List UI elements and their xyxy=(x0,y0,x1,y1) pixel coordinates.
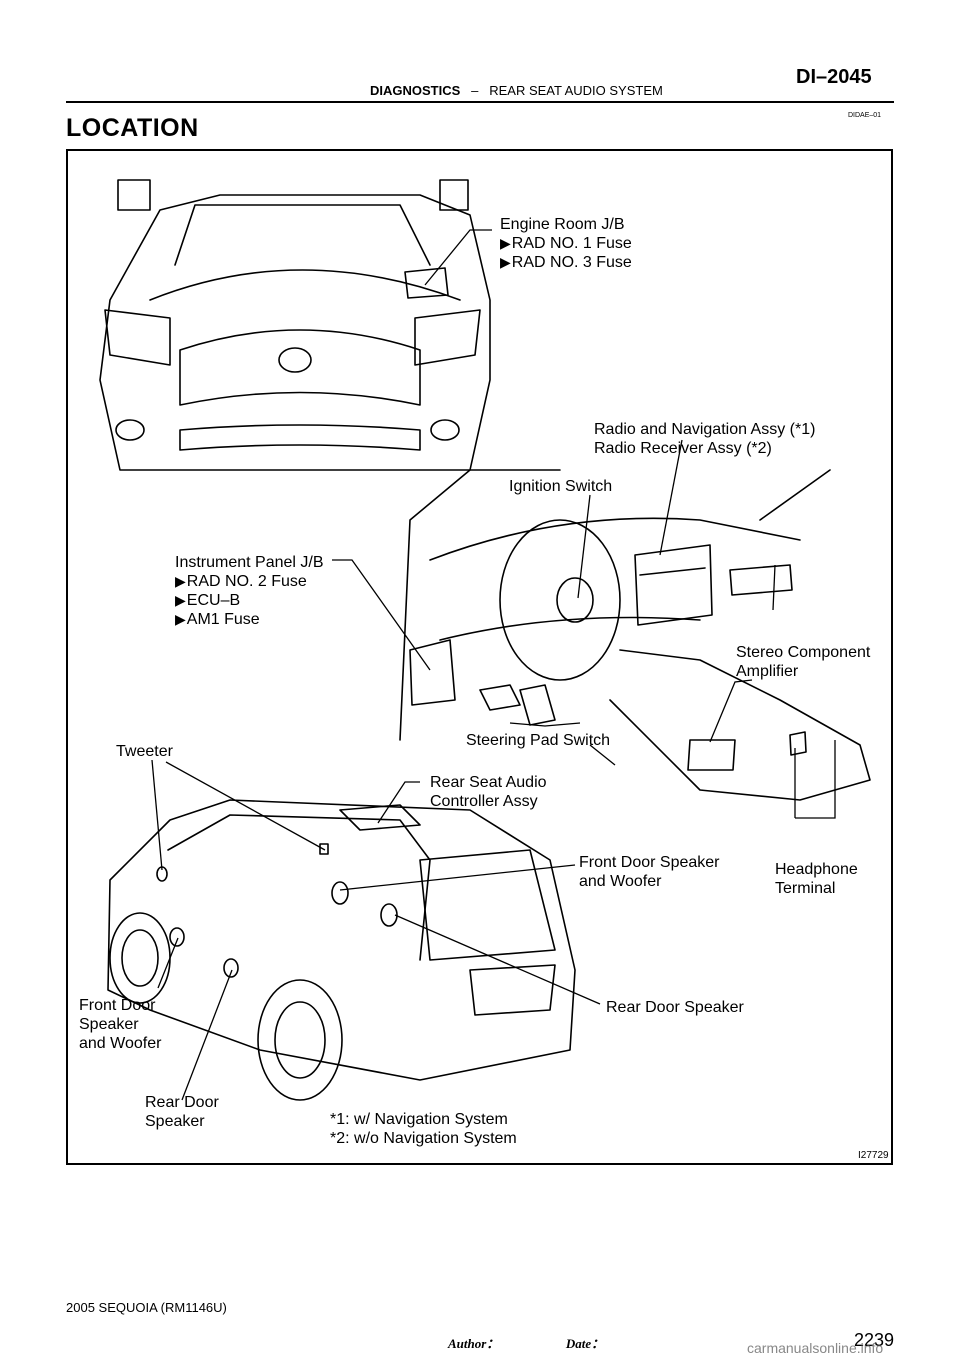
radio-assy-label: Radio and Navigation Assy (*1) Radio Rec… xyxy=(594,421,816,457)
vehicle-model: 2005 SEQUOIA (RM1146U) xyxy=(66,1300,227,1315)
bullet-arrow-icon: ▶ xyxy=(500,254,511,270)
section-header: DIAGNOSTICS – REAR SEAT AUDIO SYSTEM xyxy=(370,83,663,98)
section-separator: – xyxy=(471,83,479,98)
section-name: DIAGNOSTICS xyxy=(370,83,461,98)
author-date-line: Author： Date： xyxy=(448,1333,604,1352)
bullet-arrow-icon: ▶ xyxy=(175,573,186,589)
rear-vehicle-drawing xyxy=(107,799,576,1101)
page-number: 2239 xyxy=(854,1330,895,1350)
dashboard-drawing xyxy=(399,469,871,801)
ignition-switch-label: Ignition Switch xyxy=(509,478,613,495)
steering-pad-switch-label: Steering Pad Switch xyxy=(466,732,611,749)
watermark: carmanualsonline.info xyxy=(747,1340,884,1356)
instrument-panel-jb-label: Instrument Panel J/B ▶RAD NO. 2 Fuse ▶EC… xyxy=(175,554,324,628)
stereo-component-amplifier-label: Stereo Component Amplifier xyxy=(736,644,871,680)
subsection-name: REAR SEAT AUDIO SYSTEM xyxy=(489,83,663,98)
figure-frame xyxy=(66,149,893,1165)
tweeter-label: Tweeter xyxy=(116,743,173,760)
page-code: DI–2045 xyxy=(796,66,872,88)
navigation-notes: *1: w/ Navigation System *2: w/o Navigat… xyxy=(330,1111,517,1147)
rear-door-speaker-label-left: Rear Door Speaker xyxy=(145,1094,219,1130)
bullet-arrow-icon: ▶ xyxy=(175,611,186,627)
page-title: LOCATION xyxy=(66,114,199,142)
author-label: Author： xyxy=(448,1336,500,1351)
rear-seat-audio-controller-label: Rear Seat Audio Controller Assy xyxy=(430,774,547,810)
headphone-terminal-label: Headphone Terminal xyxy=(775,861,858,897)
leader-lines xyxy=(151,229,836,1101)
bullet-arrow-icon: ▶ xyxy=(500,235,511,251)
engine-room-jb-label: Engine Room J/B ▶RAD NO. 1 Fuse ▶RAD NO.… xyxy=(500,216,632,271)
date-label: Date： xyxy=(565,1336,605,1351)
front-door-speaker-woofer-label-right: Front Door Speaker and Woofer xyxy=(579,854,720,890)
figure-id: I27729 xyxy=(858,1150,889,1161)
header-rule xyxy=(66,101,894,103)
front-vehicle-drawing xyxy=(99,179,491,471)
bullet-arrow-icon: ▶ xyxy=(175,592,186,608)
rear-door-speaker-label-right: Rear Door Speaker xyxy=(606,999,744,1016)
front-door-speaker-woofer-label-left: Front Door Speaker and Woofer xyxy=(79,997,162,1052)
document-code: DIDAE–01 xyxy=(848,112,882,119)
